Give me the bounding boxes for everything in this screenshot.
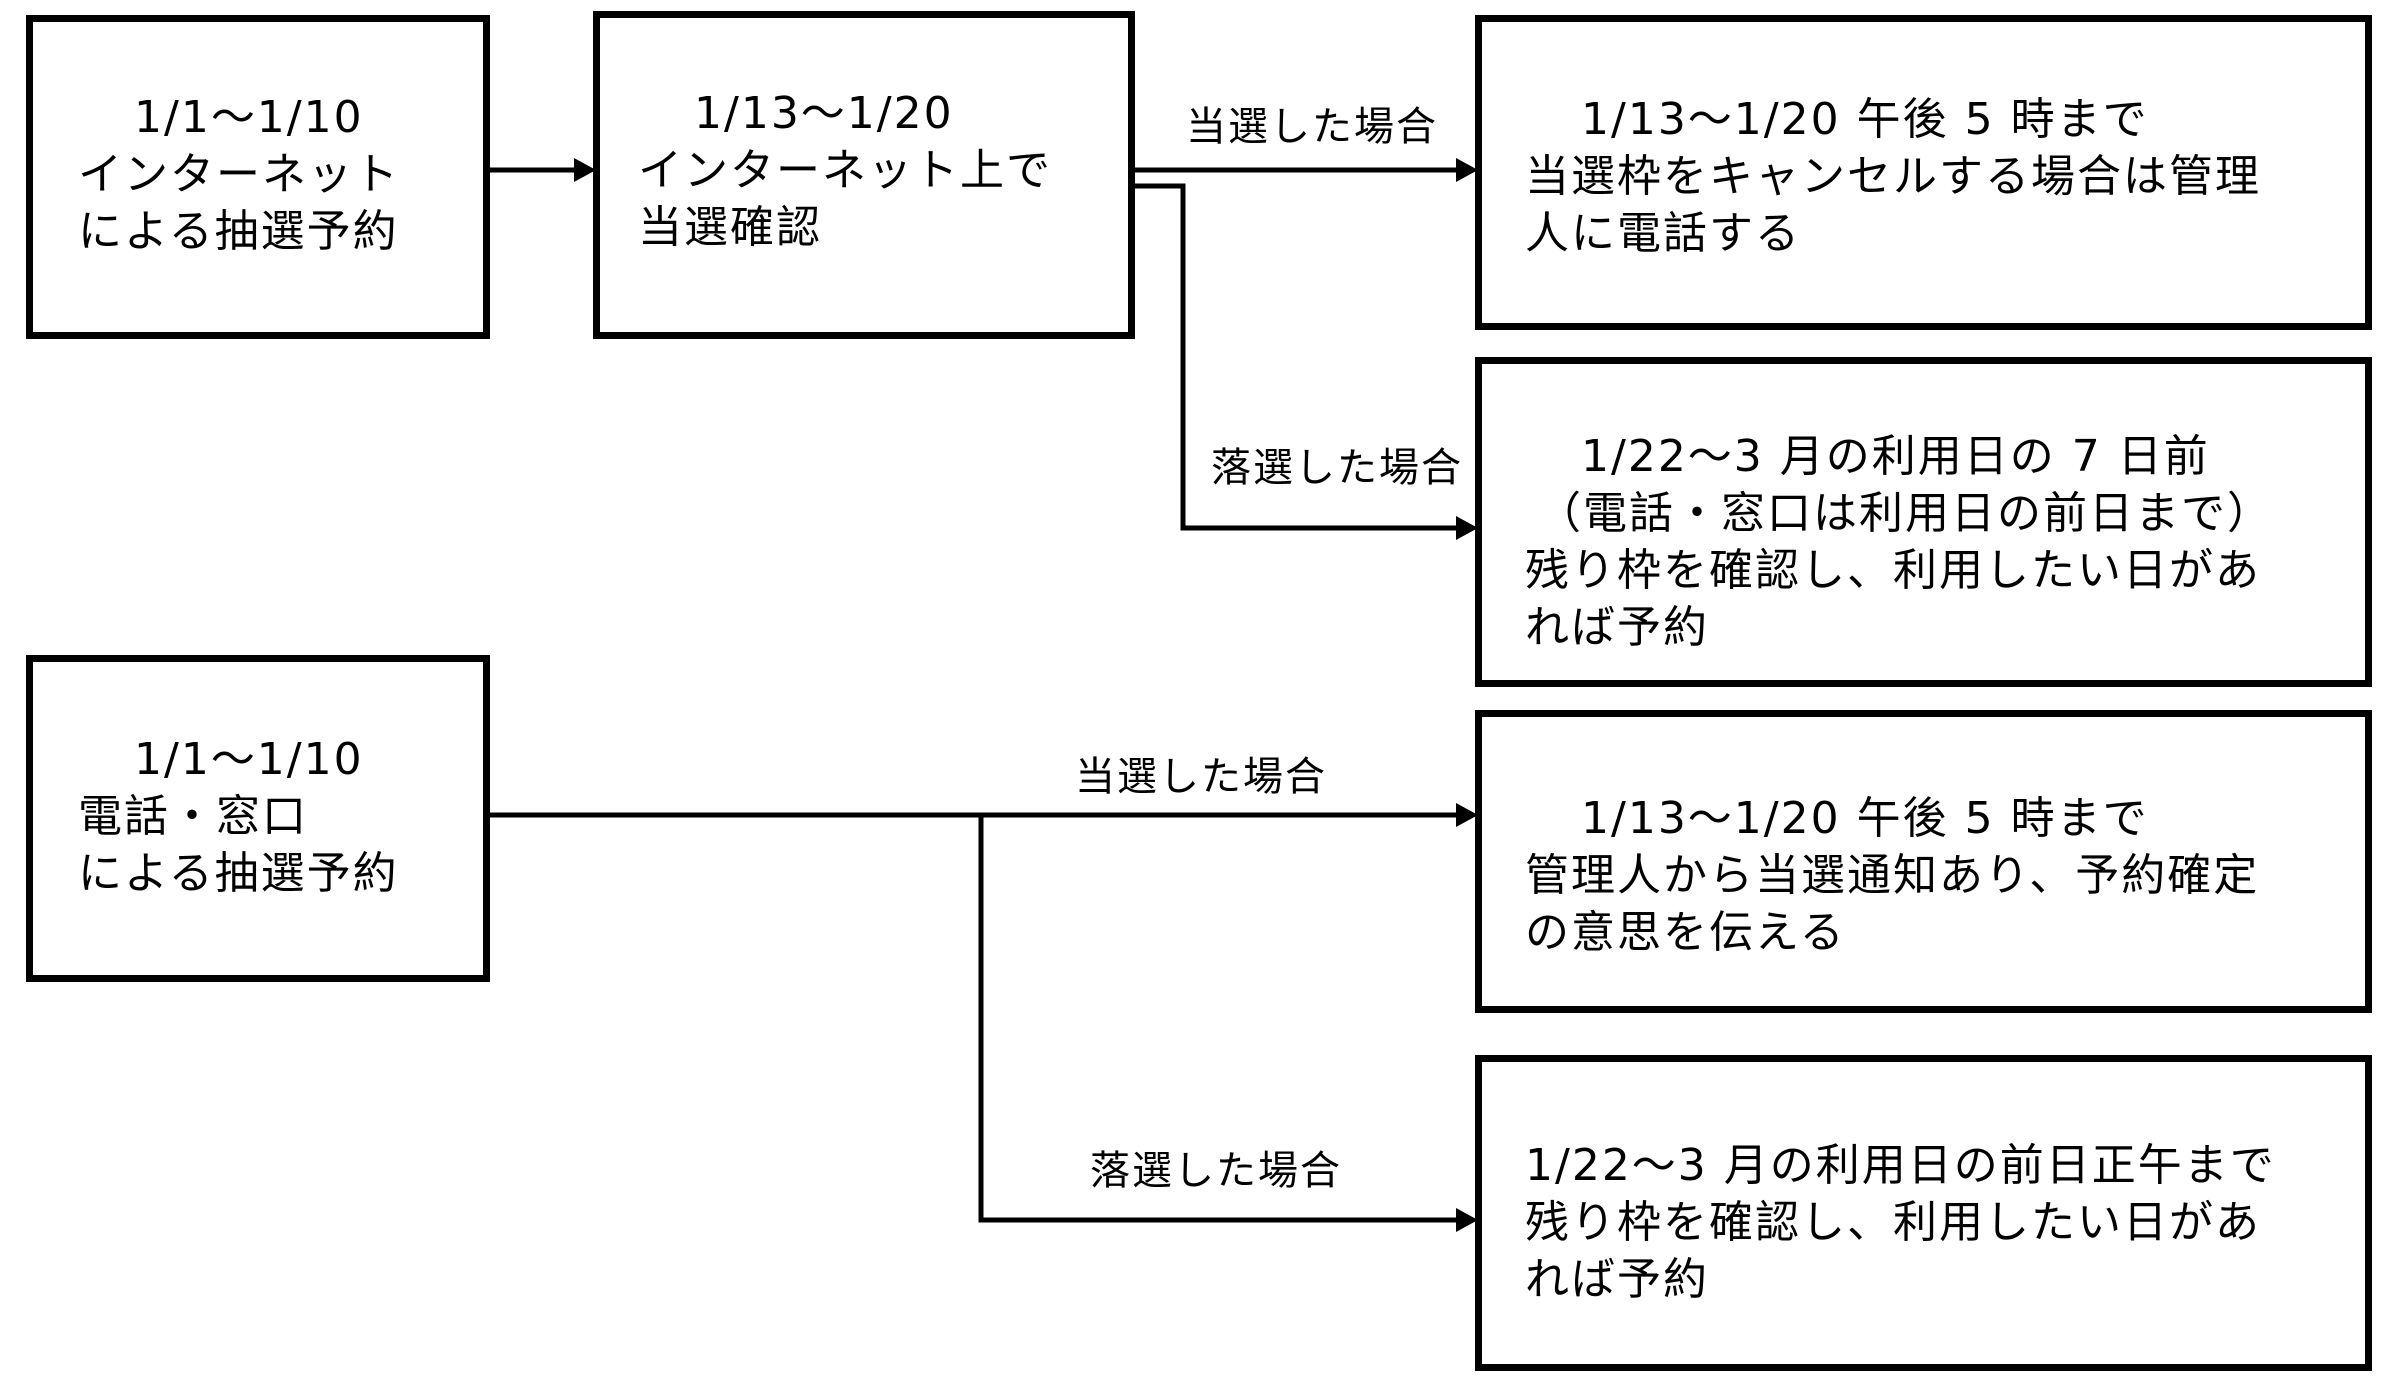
internet-confirm-method: インターネット上で <box>638 145 1052 196</box>
phone-won-label: 当選した場合 <box>1075 754 1327 800</box>
internet-lost-text: 1/22〜3 月の利用日の 7 日前 （電話・窓口は利用日の前日まで） 残り枠を… <box>1525 428 2273 656</box>
internet-lost-period: 1/22〜3 月の利用日の 7 日前 <box>1581 431 2210 482</box>
internet-apply-method: インターネット <box>78 149 400 200</box>
internet-confirm-text: 1/13〜1/20 インターネット上で 当選確認 <box>638 85 1052 256</box>
phone-won-deadline: 1/13〜1/20 午後 5 時まで <box>1581 793 2149 844</box>
phone-apply-text: 1/1〜1/10 電話・窓口 による抽選予約 <box>78 731 399 902</box>
phone-lost-period: 1/22〜3 月の利用日の前日正午まで <box>1525 1140 2276 1191</box>
internet-lost-detail-1: 残り枠を確認し、利用したい日があ <box>1525 545 2261 596</box>
phone-apply-period: 1/1〜1/10 <box>134 734 364 785</box>
phone-lost-detail-2: れば予約 <box>1525 1254 1709 1305</box>
internet-won-text: 1/13〜1/20 午後 5 時まで 当選枠をキャンセルする場合は管理 人に電話… <box>1525 91 2261 262</box>
internet-confirm-box: 1/13〜1/20 インターネット上で 当選確認 <box>593 11 1135 339</box>
internet-won-deadline: 1/13〜1/20 午後 5 時まで <box>1581 94 2149 145</box>
connector-confirm-to-lost <box>1131 183 1460 531</box>
phone-apply-box: 1/1〜1/10 電話・窓口 による抽選予約 <box>26 655 490 982</box>
phone-lost-label: 落選した場合 <box>1090 1148 1342 1194</box>
internet-confirm-action: 当選確認 <box>638 202 822 253</box>
arrowhead-to-phone-won <box>1456 803 1478 827</box>
phone-apply-method: 電話・窓口 <box>78 791 308 842</box>
arrowhead-to-confirm <box>574 158 596 182</box>
internet-won-detail-1: 当選枠をキャンセルする場合は管理 <box>1525 151 2261 202</box>
internet-lost-box: 1/22〜3 月の利用日の 7 日前 （電話・窓口は利用日の前日まで） 残り枠を… <box>1475 357 2372 687</box>
internet-apply-text: 1/1〜1/10 インターネット による抽選予約 <box>78 89 400 260</box>
arrowhead-to-internet-lost <box>1456 516 1478 540</box>
phone-won-box: 1/13〜1/20 午後 5 時まで 管理人から当選通知あり、予約確定 の意思を… <box>1475 710 2372 1013</box>
phone-won-detail-2: の意思を伝える <box>1525 907 1846 958</box>
internet-apply-box: 1/1〜1/10 インターネット による抽選予約 <box>26 15 490 339</box>
internet-lost-detail-2: れば予約 <box>1525 602 1709 653</box>
internet-lost-label: 落選した場合 <box>1211 445 1463 491</box>
internet-won-detail-2: 人に電話する <box>1525 208 1801 259</box>
internet-confirm-period: 1/13〜1/20 <box>694 88 954 139</box>
phone-lost-box: 1/22〜3 月の利用日の前日正午まで 残り枠を確認し、利用したい日があ れば予… <box>1475 1055 2372 1371</box>
phone-apply-action: による抽選予約 <box>78 848 399 899</box>
connector-phone-to-lost <box>978 815 1460 1223</box>
phone-lost-detail-1: 残り枠を確認し、利用したい日があ <box>1525 1197 2261 1248</box>
phone-won-text: 1/13〜1/20 午後 5 時まで 管理人から当選通知あり、予約確定 の意思を… <box>1525 790 2259 961</box>
arrowhead-to-phone-lost <box>1456 1208 1478 1232</box>
internet-apply-action: による抽選予約 <box>78 206 399 257</box>
internet-apply-period: 1/1〜1/10 <box>134 92 364 143</box>
phone-lost-text: 1/22〜3 月の利用日の前日正午まで 残り枠を確認し、利用したい日があ れば予… <box>1525 1137 2276 1308</box>
phone-won-detail-1: 管理人から当選通知あり、予約確定 <box>1525 850 2260 901</box>
internet-won-label: 当選した場合 <box>1186 104 1438 150</box>
internet-won-box: 1/13〜1/20 午後 5 時まで 当選枠をキャンセルする場合は管理 人に電話… <box>1475 15 2372 330</box>
internet-lost-note: （電話・窓口は利用日の前日まで） <box>1537 488 2273 539</box>
arrowhead-to-internet-won <box>1456 158 1478 182</box>
